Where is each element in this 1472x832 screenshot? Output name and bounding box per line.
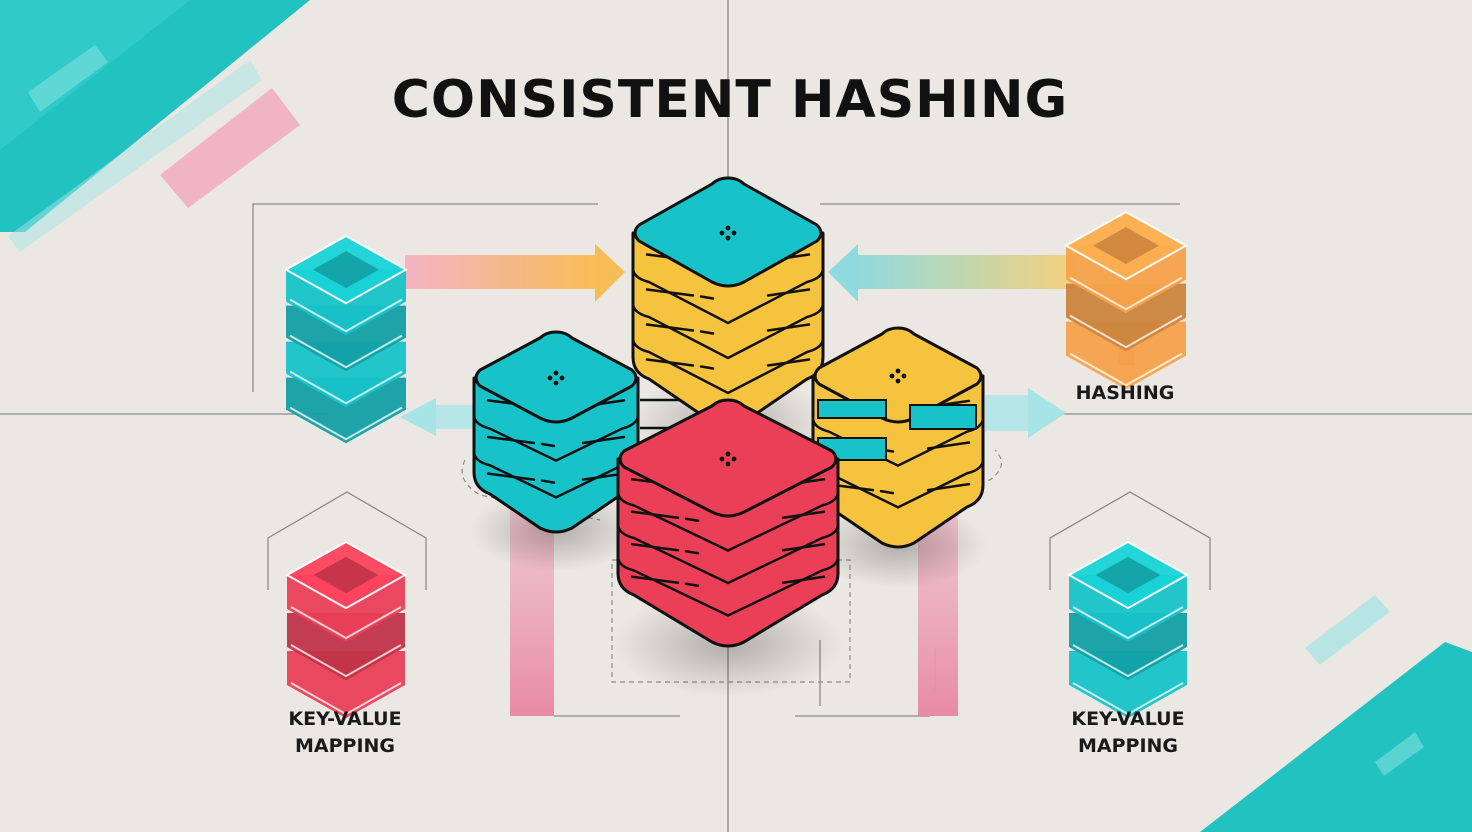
- corner-decoration-top-left: [0, 0, 310, 252]
- database-server-icon-left-bottom: [284, 540, 408, 719]
- key-value-label-line1: KEY-VALUE: [288, 708, 402, 730]
- key-value-mapping-label-right: KEY-VALUE MAPPING: [1043, 706, 1213, 760]
- arrow-into-top-stack: [405, 244, 625, 302]
- mapping-label-line2: MAPPING: [294, 735, 396, 757]
- database-server-icon-right-top: [1063, 210, 1189, 390]
- arrow-from-orange-node: [828, 244, 1075, 302]
- corner-decoration-bottom-right: [1200, 595, 1472, 832]
- database-server-icon-left: [469, 330, 643, 572]
- mapping-label-line2: MAPPING: [1077, 735, 1179, 757]
- diagram-title: CONSISTENT HASHING: [391, 70, 1069, 130]
- node-dots-icon: [719, 451, 737, 467]
- database-server-icon-center: [612, 398, 844, 698]
- node-dots-icon: [547, 370, 565, 386]
- database-server-icon-right-bottom: [1066, 540, 1190, 719]
- key-value-label-line1: KEY-VALUE: [1071, 708, 1185, 730]
- database-server-icon-left-top: [283, 234, 409, 444]
- arrow-to-hashing: [985, 388, 1066, 438]
- hashing-label: HASHING: [1075, 382, 1175, 404]
- arrow-to-left-node: [400, 398, 474, 436]
- node-dots-icon: [889, 368, 907, 384]
- key-value-mapping-label-left: KEY-VALUE MAPPING: [260, 706, 430, 760]
- node-dots-icon: [719, 225, 737, 241]
